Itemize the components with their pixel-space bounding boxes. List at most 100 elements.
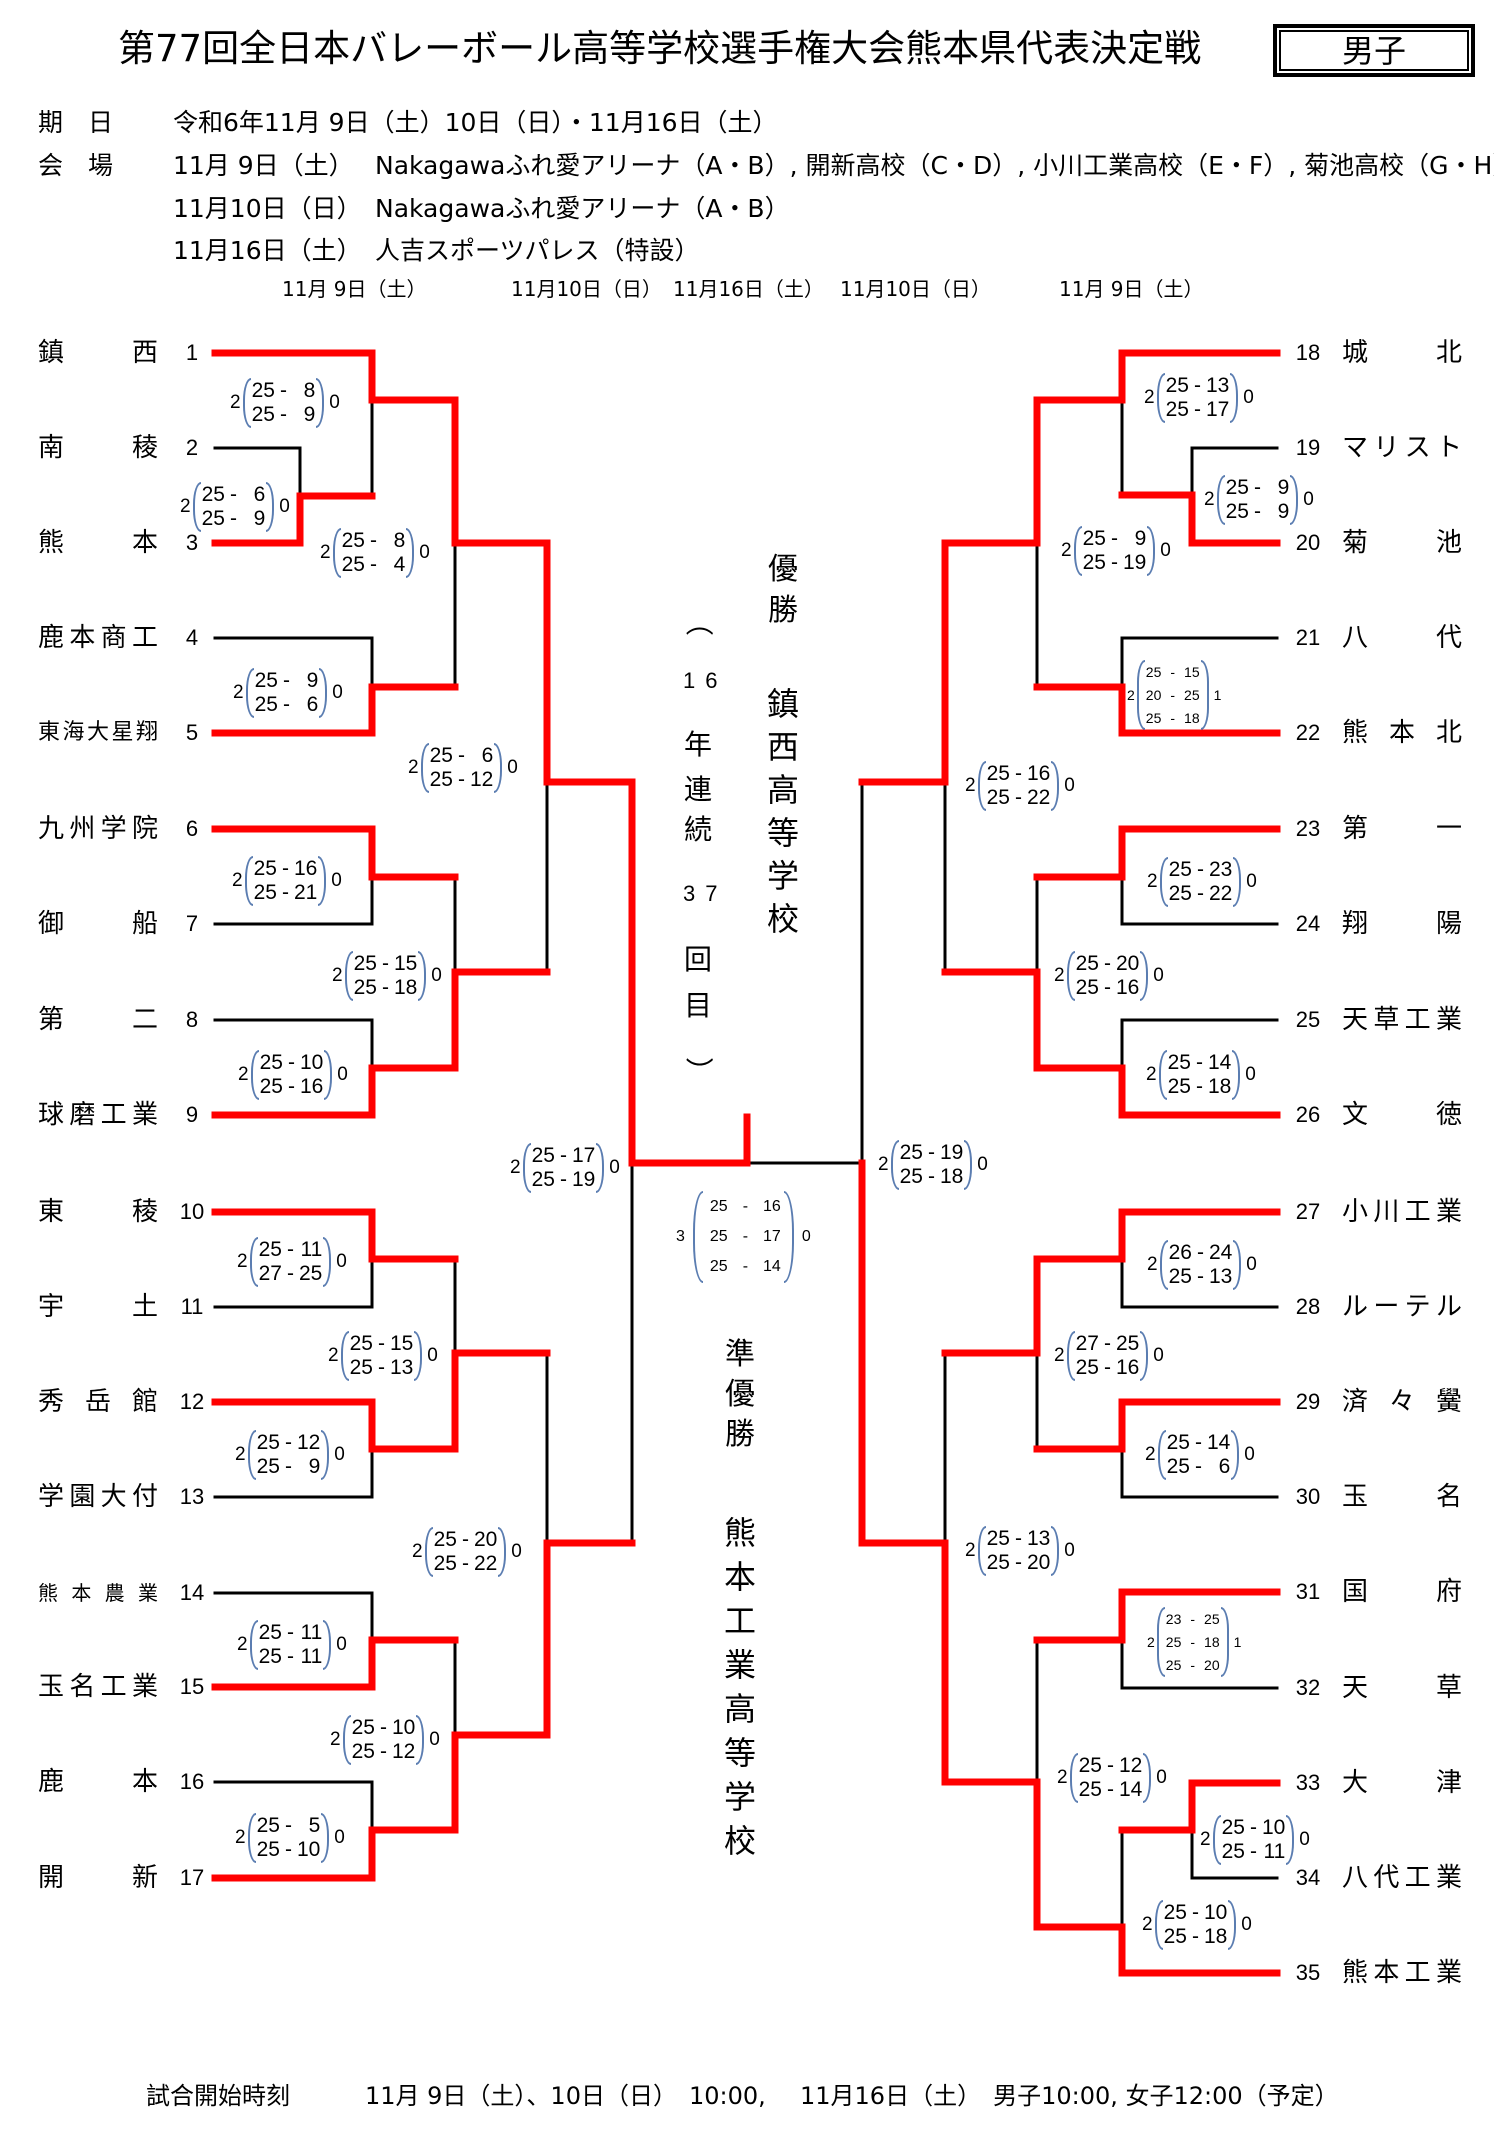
set-points-loser: 15 xyxy=(393,952,418,975)
round-date-label: 11月 9日（土） xyxy=(1059,277,1204,301)
score-close-bracket-icon xyxy=(1230,373,1239,423)
sets-won: 2 xyxy=(1142,1914,1153,1935)
set-points-winner: 25 xyxy=(1221,1816,1245,1839)
set-points-winner: 25 xyxy=(341,529,365,552)
sets-won: 2 xyxy=(1200,1829,1211,1850)
start-time-label: 試合開始時刻 xyxy=(146,2082,290,2110)
round-date-label: 11月 9日（土） xyxy=(282,277,427,301)
set-separator: - xyxy=(1196,1265,1204,1288)
score-close-bracket-icon xyxy=(266,482,275,532)
team-name: 南稜 xyxy=(38,433,158,463)
sets-lost: 0 xyxy=(977,1154,988,1175)
set-points-loser: 25 xyxy=(1204,1610,1220,1627)
set-points-loser: 6 xyxy=(253,483,266,506)
set-separator: - xyxy=(1014,1551,1022,1574)
sets-won: 2 xyxy=(1147,1254,1158,1275)
score-close-bracket-icon xyxy=(1051,1526,1060,1576)
set-points-loser: 4 xyxy=(393,553,406,576)
set-score: 26-24 xyxy=(1169,1241,1233,1265)
sets-won: 2 xyxy=(412,1541,423,1562)
set-score: 25-14 xyxy=(1079,1778,1143,1802)
set-score: 25-16 xyxy=(1076,1356,1140,1380)
score-open-bracket-icon xyxy=(245,668,254,718)
set-points-loser: 17 xyxy=(763,1228,781,1245)
set-points-loser: 8 xyxy=(393,529,406,552)
set-score: 25-12 xyxy=(1079,1754,1143,1778)
score-open-bracket-icon xyxy=(342,1715,351,1765)
set-points-winner: 25 xyxy=(433,1552,457,1575)
score-open-bracket-icon xyxy=(522,1143,531,1193)
set-separator: - xyxy=(282,693,290,716)
set-separator: - xyxy=(286,1645,294,1668)
sets-lost: 0 xyxy=(1246,871,1257,892)
set-points-winner: 25 xyxy=(1225,476,1249,499)
team-seed-number: 33 xyxy=(1295,1770,1321,1795)
sets-lost: 0 xyxy=(336,1251,347,1272)
set-score: 25-10 xyxy=(352,1716,416,1740)
sets-won: 2 xyxy=(1144,387,1155,408)
set-score: 25-19 xyxy=(900,1141,964,1165)
team-seed-number: 20 xyxy=(1295,530,1321,555)
score-close-bracket-icon xyxy=(319,668,328,718)
set-points-loser: 20 xyxy=(1115,952,1140,975)
team-name: 天草工業 xyxy=(1342,1005,1462,1035)
score-open-bracket-icon xyxy=(249,1237,258,1287)
team-seed-number: 23 xyxy=(1295,816,1321,841)
set-points-loser: 6 xyxy=(1218,1455,1231,1478)
team-seed-number: 35 xyxy=(1295,1960,1321,1985)
set-points-winner: 25 xyxy=(429,768,453,791)
champion-name: 鎮西高等学校 xyxy=(766,685,799,938)
set-points-winner: 25 xyxy=(531,1144,555,1167)
division-badge-label: 男子 xyxy=(1279,30,1469,71)
set-points-winner: 25 xyxy=(341,553,365,576)
set-points-winner: 25 xyxy=(1165,1656,1182,1673)
set-points-loser: 13 xyxy=(1205,374,1230,397)
set-score: 25-13 xyxy=(1166,374,1230,398)
set-points-loser: 21 xyxy=(293,881,318,904)
sets-won: 2 xyxy=(230,392,241,413)
sets-lost: 0 xyxy=(337,1064,348,1085)
score-close-bracket-icon xyxy=(1232,1050,1241,1100)
set-separator: - xyxy=(1110,527,1118,550)
streak-note-open-paren: （ xyxy=(682,607,715,636)
sets-lost: 0 xyxy=(1153,965,1164,986)
set-points-loser: 14 xyxy=(1118,1778,1143,1801)
score-close-bracket-icon xyxy=(416,1715,425,1765)
round-date-label: 11月10日（日） xyxy=(840,277,991,301)
start-time-text: 11月 9日（土）、10日（日） 10:00, xyxy=(365,2082,766,2110)
sets-lost: 0 xyxy=(429,1729,440,1750)
team-seed-number: 10 xyxy=(179,1199,205,1224)
set-points-loser: 13 xyxy=(1026,1527,1051,1550)
team-name: 小川工業 xyxy=(1342,1197,1462,1227)
team-name: 秀岳館 xyxy=(38,1387,158,1417)
team-seed-number: 22 xyxy=(1295,720,1321,745)
set-points-winner: 25 xyxy=(1163,1925,1187,1948)
team-name: 城北 xyxy=(1342,338,1462,368)
set-score: 25-6 xyxy=(430,744,494,768)
set-points-loser: 6 xyxy=(306,693,319,716)
streak-note-char: 目 xyxy=(683,989,712,1022)
sets-lost: 0 xyxy=(511,1541,522,1562)
team-name: 御船 xyxy=(38,909,158,939)
set-separator: - xyxy=(1014,762,1022,785)
set-points-winner: 25 xyxy=(258,1645,282,1668)
set-score: 25-16 xyxy=(1076,976,1140,1000)
set-points-winner: 25 xyxy=(1075,976,1099,999)
set-points-winner: 25 xyxy=(1165,1633,1182,1650)
set-points-winner: 25 xyxy=(251,379,275,402)
set-score: 25-15 xyxy=(350,1332,414,1356)
set-points-winner: 25 xyxy=(1165,398,1189,421)
set-score: 25-14 xyxy=(1167,1431,1231,1455)
